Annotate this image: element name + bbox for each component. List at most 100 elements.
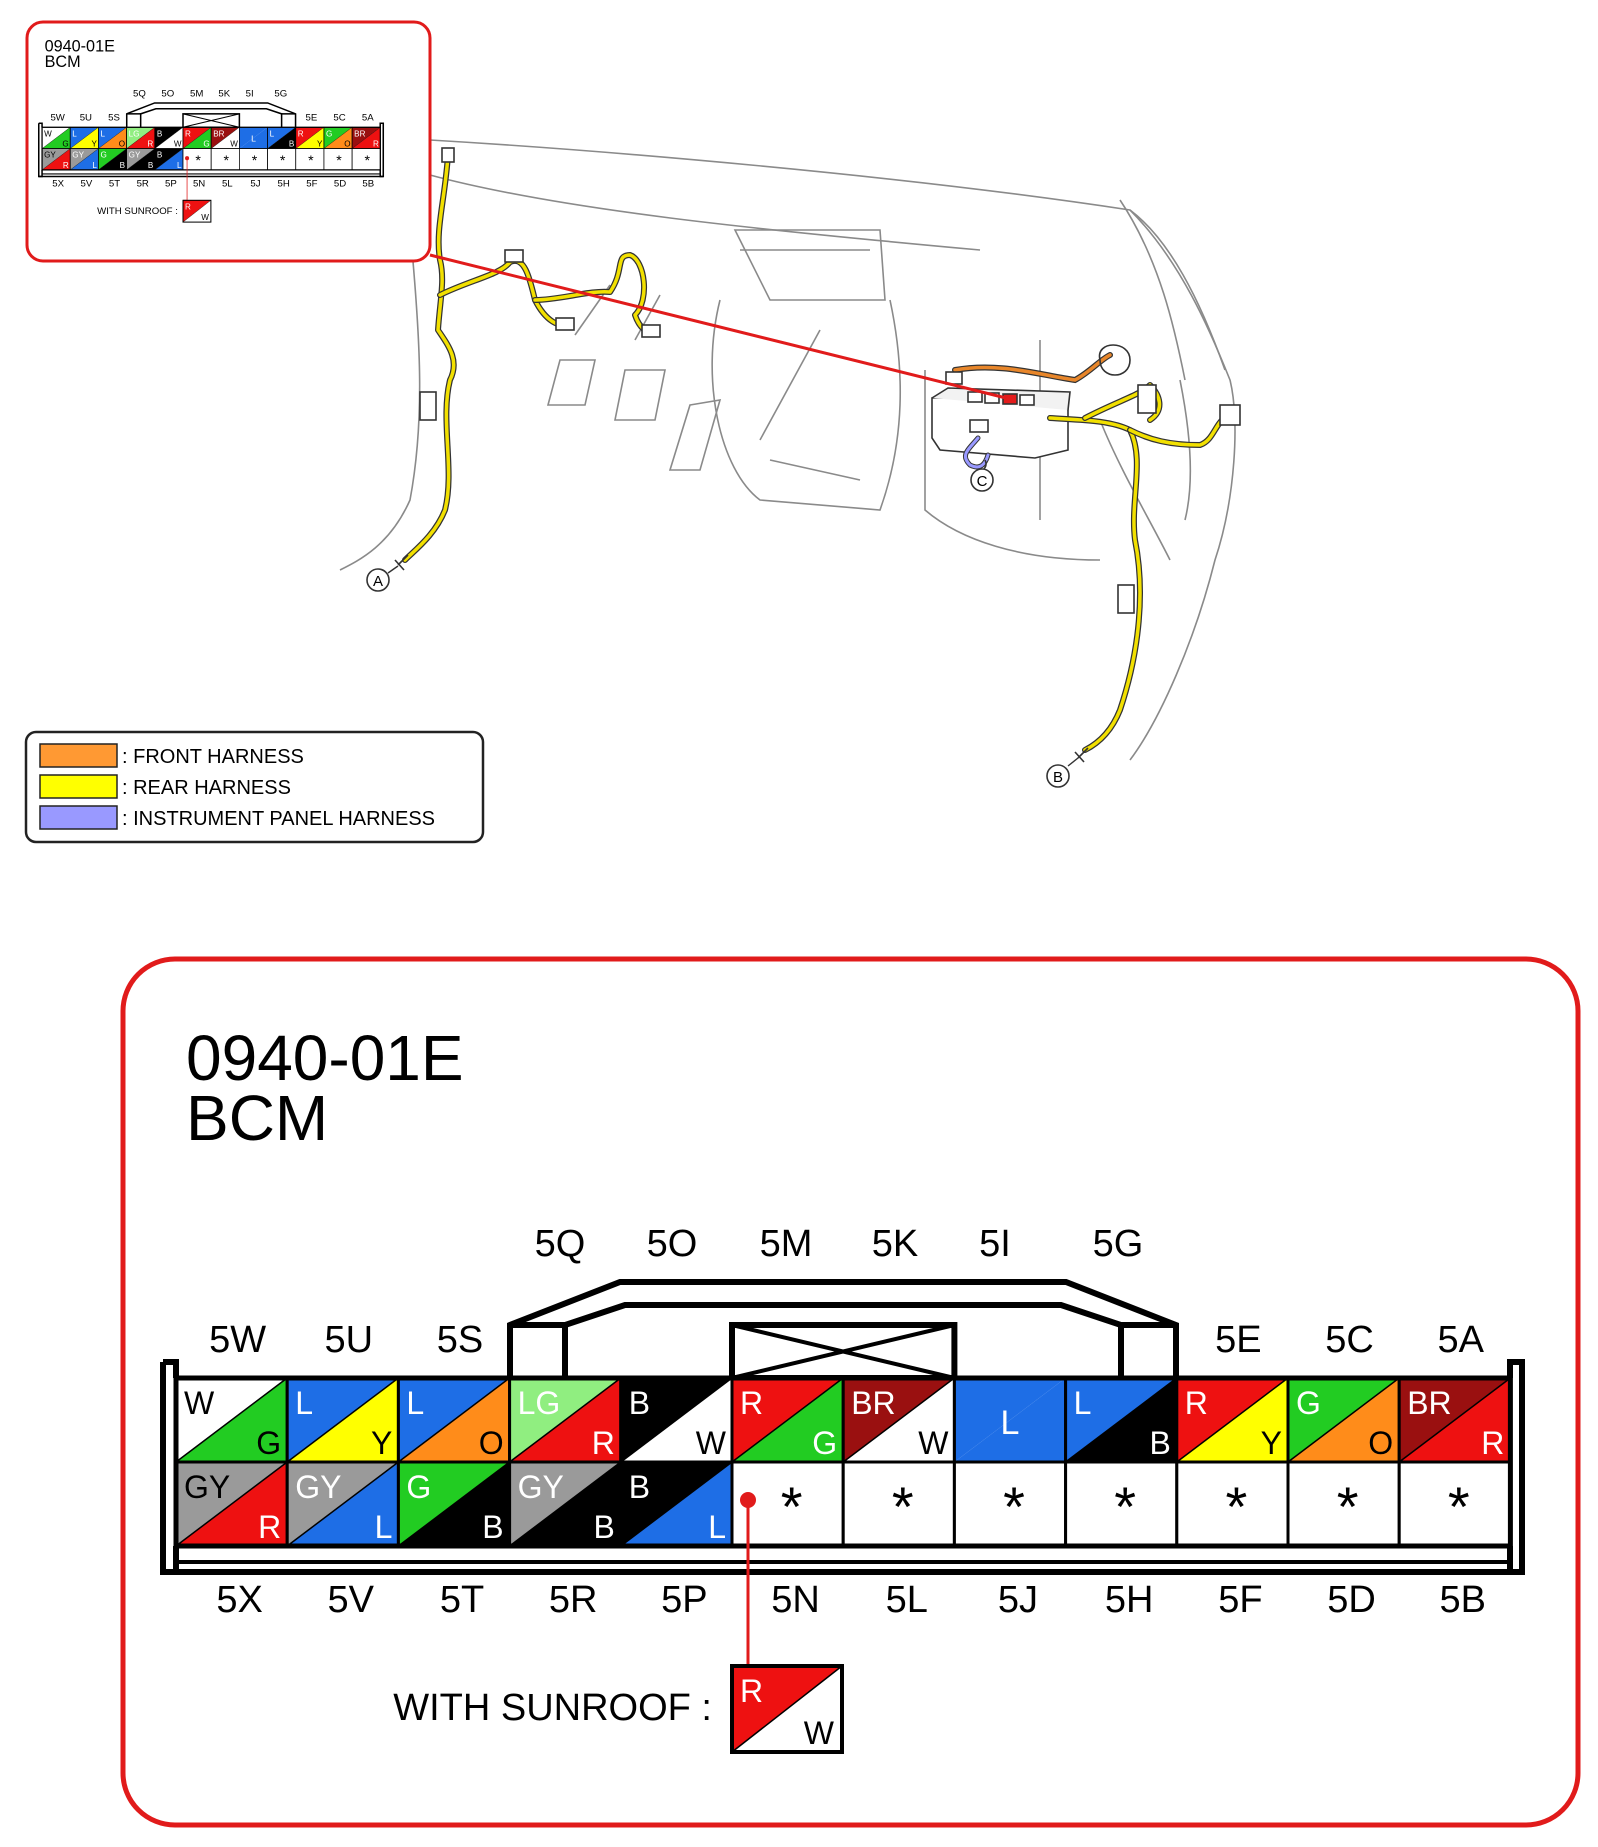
inset-pin-label-5l: 5L — [222, 179, 233, 190]
pin-5p-code-b: L — [708, 1509, 726, 1545]
pin-label-5f: 5F — [1218, 1579, 1262, 1621]
inset-pin-5q-code-b: R — [147, 140, 153, 149]
inset-pin-label-5s: 5S — [108, 113, 120, 124]
inset-pin-5g-code-b: B — [289, 140, 294, 149]
pin-label-5j: 5J — [998, 1579, 1038, 1621]
inset-pin-5h: * — [267, 148, 297, 171]
pin-label-5c: 5C — [1325, 1319, 1374, 1361]
harness-legend: : FRONT HARNESS: REAR HARNESS: INSTRUMEN… — [24, 730, 485, 844]
pin-5v: GYL — [285, 1460, 400, 1548]
inset-pin-label-5a: 5A — [362, 113, 374, 124]
pin-5w-code-a: W — [184, 1385, 215, 1421]
inset-pin-5v: GYL — [69, 148, 99, 171]
inset-pin-5a: BRR — [351, 126, 381, 149]
pin-5m-code-b: G — [812, 1425, 837, 1461]
harness-connectors — [419, 147, 1241, 614]
pin-5c-code-a: G — [1296, 1385, 1321, 1421]
inset-pin-label-5f: 5F — [306, 179, 317, 190]
housing-right-tab — [1507, 1359, 1525, 1575]
inset-pin-5g-divider — [267, 127, 296, 149]
inset-pin-5w-code-a: W — [44, 129, 52, 138]
inset-pin-5m-divider — [182, 127, 212, 149]
inset-pin-label-5h: 5H — [278, 179, 290, 190]
pin-5b-empty-mark: * — [1448, 1475, 1470, 1538]
inset-pin-label-5w: 5W — [50, 113, 65, 124]
pin-5v-code-a: GY — [295, 1469, 341, 1505]
inset-pin-5u: LY — [69, 126, 99, 149]
pin-5w: WG — [174, 1376, 289, 1464]
pin-5t-code-a: G — [406, 1469, 431, 1505]
pin-5q-divider — [509, 1377, 622, 1463]
inset-pin-5g-code-a: L — [270, 129, 275, 138]
pin-5v-divider — [286, 1461, 399, 1547]
inset-pin-5p-divider — [154, 148, 184, 171]
legend-swatch-1 — [39, 774, 118, 799]
pin-label-5n: 5N — [771, 1579, 820, 1621]
pin-5u-code-a: L — [295, 1385, 313, 1421]
pin-5u-divider — [286, 1377, 399, 1463]
hood-inner — [562, 1302, 1124, 1378]
inset-cell-grid-frame — [41, 126, 381, 171]
inset-pin-5m: RG — [182, 126, 212, 149]
callout-a: A — [366, 554, 409, 592]
pin-label-5p: 5P — [661, 1579, 707, 1621]
pin-5r-divider — [509, 1461, 622, 1547]
pin-5x: GY R — [174, 1460, 289, 1548]
sunroof-code-a: R — [740, 1673, 763, 1709]
pin-5a-divider — [1398, 1377, 1511, 1463]
pin-5k: BRW — [841, 1376, 956, 1464]
inset-pin-5q: LG R — [126, 126, 156, 149]
inset-pin-5e-code-b: Y — [317, 140, 323, 149]
pin-5j-empty-mark: * — [1003, 1475, 1025, 1538]
inset-pin-5e: RY — [295, 126, 325, 149]
pin-5r-code-b: B — [593, 1509, 614, 1545]
pin-5q-color-a — [509, 1378, 621, 1462]
inset-pin-label-5v: 5V — [80, 179, 92, 190]
sunroof-divider — [731, 1665, 843, 1753]
sunroof-label: WITH SUNROOF : — [393, 1687, 712, 1729]
inset-pin-label-5c: 5C — [333, 113, 345, 124]
pin-label-5r: 5R — [549, 1579, 598, 1621]
connector-code: 0940-01E — [186, 1022, 464, 1094]
pin-5g-code-a: L — [1074, 1385, 1092, 1421]
inset-pin-5q-code-a: LG — [129, 129, 140, 138]
pin-5q-code-a: LG — [518, 1385, 561, 1421]
pin-5o-code-b: W — [696, 1425, 727, 1461]
pin-label-5v: 5V — [328, 1579, 375, 1621]
inset-pin-5s-code-b: O — [119, 140, 125, 149]
pin-label-5s: 5S — [437, 1319, 483, 1361]
inset-pin-5f: * — [295, 148, 325, 171]
inset-pin-label-5g: 5G — [274, 88, 287, 99]
inset-pin-5s-divider — [98, 127, 127, 149]
inset-hood-inner — [139, 108, 283, 128]
hood-outer — [507, 1279, 1179, 1378]
inset-leader-line — [429, 253, 1007, 400]
pin-label-5k: 5K — [872, 1223, 918, 1265]
pin-5w-code-b: G — [256, 1425, 281, 1461]
pin-5t-divider — [397, 1461, 511, 1547]
inset-pin-label-5t: 5T — [109, 179, 120, 190]
pin-label-5o: 5O — [647, 1223, 698, 1265]
inset-pin-5t-divider — [98, 148, 127, 171]
inset-pin-5r-code-a: GY — [129, 151, 141, 160]
inset-pin-5c-code-a: G — [326, 129, 332, 138]
pin-5x-code-a: GY — [184, 1469, 230, 1505]
pin-5x-code-b: R — [258, 1509, 281, 1545]
pin-5k-code-b: W — [918, 1425, 949, 1461]
pin-5b: * — [1397, 1460, 1512, 1548]
inset-pin-5k-code-b: W — [230, 140, 238, 149]
pin-5c: GO — [1286, 1376, 1401, 1464]
pin-5g-divider — [1065, 1377, 1178, 1463]
legend-label-1: : REAR HARNESS — [122, 777, 291, 799]
pin-5q-code-b: R — [592, 1425, 615, 1461]
inset-pin-5c-divider — [323, 127, 353, 149]
inset-pin-5e-code-a: R — [298, 129, 304, 138]
pin-5t: GB — [396, 1460, 512, 1548]
inset-pin-label-5n: 5N — [193, 179, 205, 190]
pin-5r-color-a — [509, 1462, 621, 1546]
pin-label-5g: 5G — [1093, 1223, 1144, 1265]
pin-label-5u: 5U — [325, 1319, 374, 1361]
inset-pin-label-5q: 5Q — [133, 88, 146, 99]
